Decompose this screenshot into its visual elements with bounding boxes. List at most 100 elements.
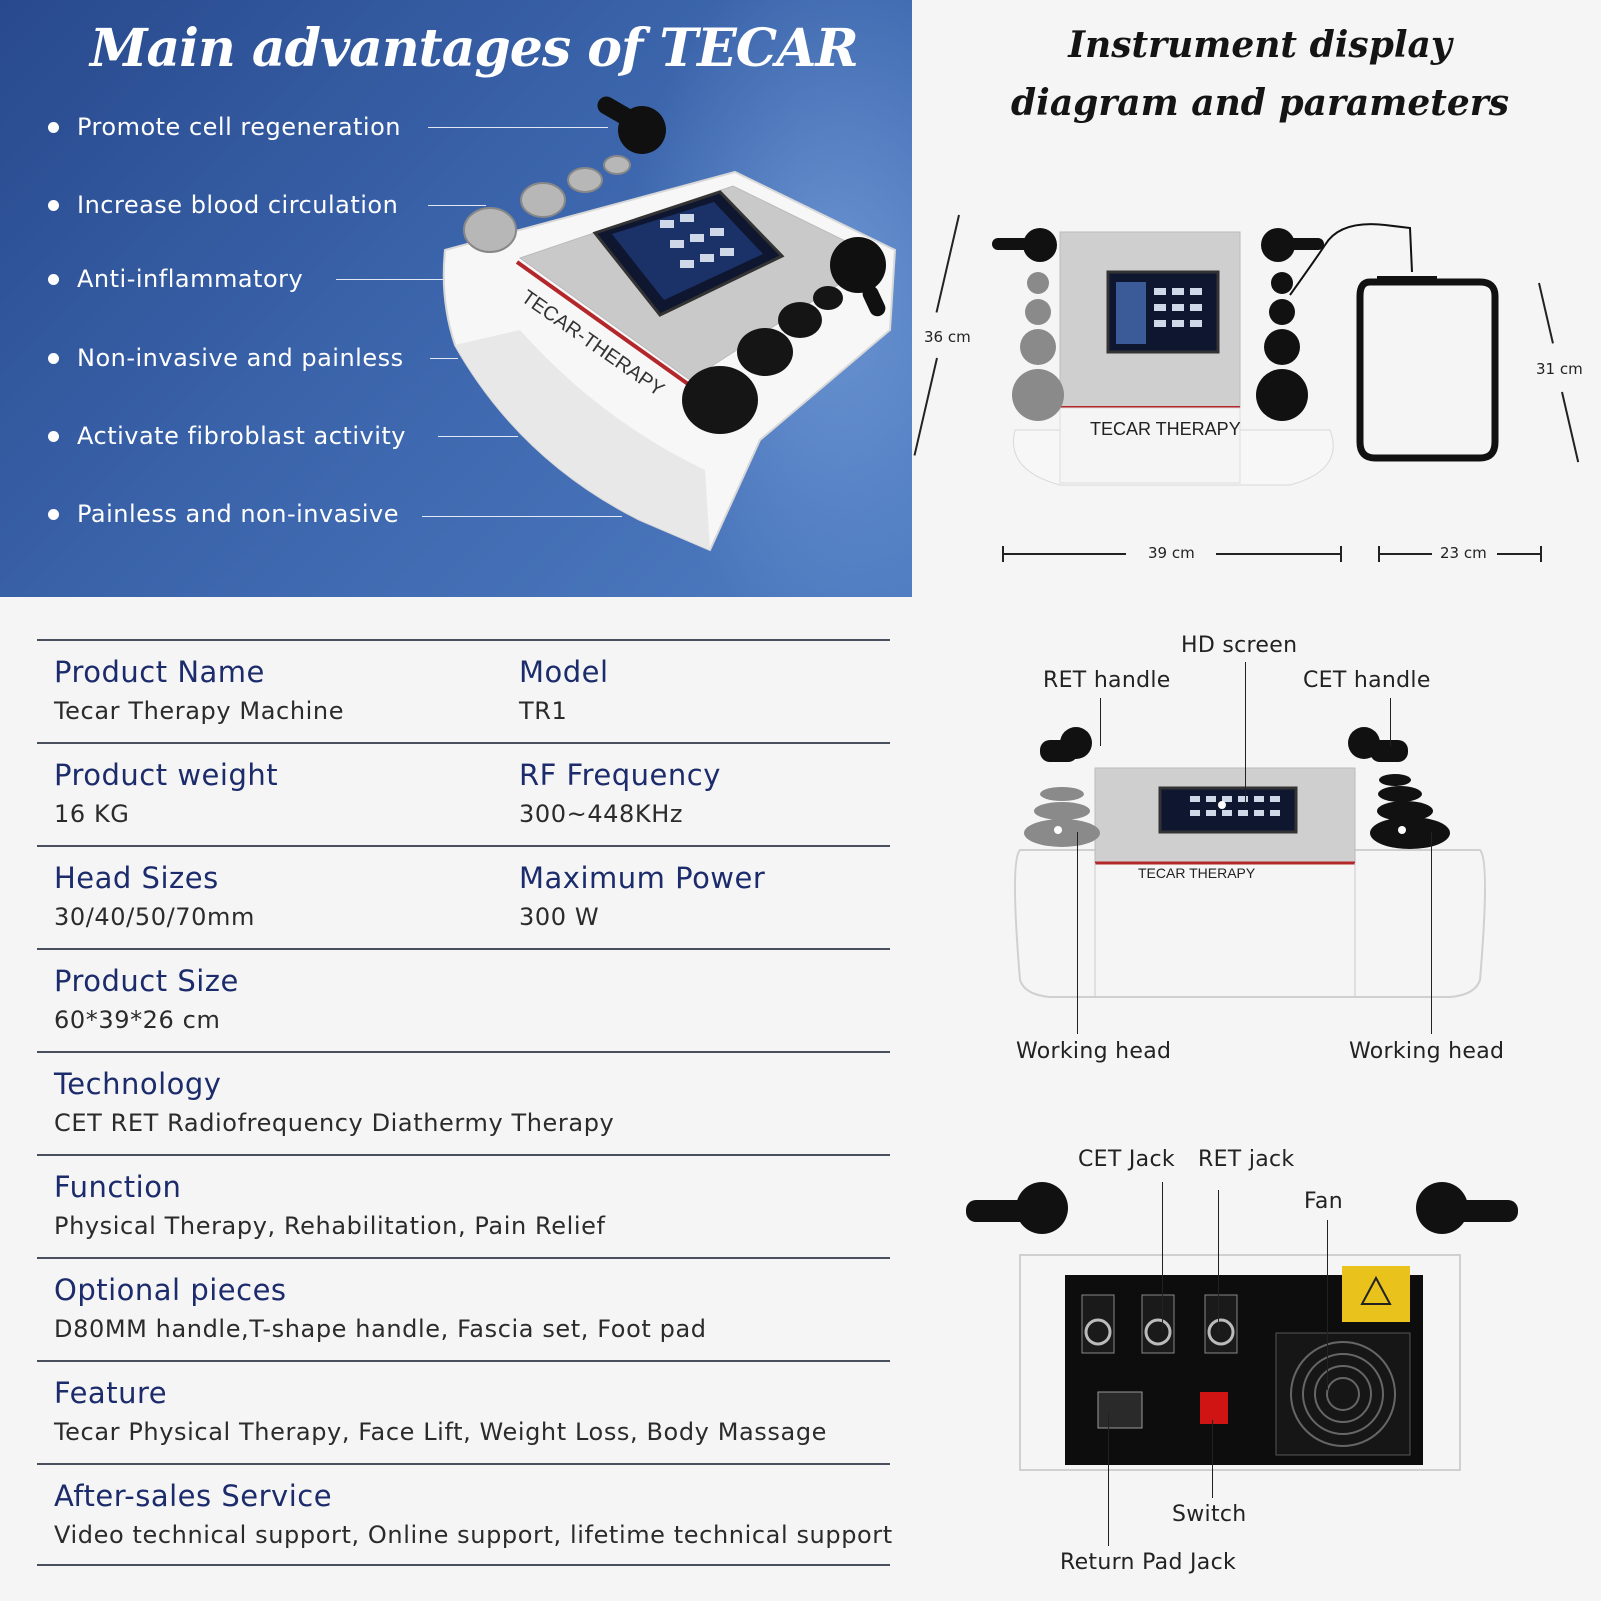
instrument-title: Instrument display diagram and parameter…	[940, 16, 1580, 132]
front-device-illustration: TECAR THERAPY	[1014, 727, 1486, 998]
spec-value: D80MM handle,T-shape handle, Fascia set,…	[54, 1315, 707, 1343]
leader-line	[1077, 832, 1078, 1034]
leader-line	[428, 127, 608, 128]
spec-label: Technology	[54, 1067, 222, 1101]
spec-label: Head Sizes	[54, 861, 219, 895]
spec-row-product-size: Product Size 60*39*26 cm	[37, 948, 890, 1051]
leader-line	[422, 516, 622, 517]
leader-line	[428, 205, 486, 206]
bullet-icon	[48, 352, 59, 364]
spec-row-head-sizes: Head Sizes 30/40/50/70mm Maximum Power 300…	[37, 845, 890, 948]
leader-line	[1162, 1182, 1163, 1332]
spec-value: Tecar Physical Therapy, Face Lift, Weigh…	[54, 1418, 828, 1446]
height-dimension: 36 cm	[924, 328, 971, 346]
working-head-left-label: Working head	[1016, 1039, 1172, 1064]
spec-label: After-sales Service	[54, 1479, 333, 1513]
return-pad-jack-label: Return Pad Jack	[1060, 1550, 1237, 1575]
pad-height-dimension: 31 cm	[1536, 360, 1583, 378]
leader-line	[1218, 1190, 1219, 1332]
spec-label: Maximum Power	[519, 861, 766, 895]
spec-value: 300 W	[519, 903, 600, 931]
advantage-item: Anti-inflammatory	[48, 264, 303, 294]
device-perspective-illustration: TECAR-THERAPY	[442, 96, 897, 552]
advantage-text: Increase blood circulation	[77, 191, 399, 219]
spec-label: Model	[519, 655, 609, 689]
advantage-item: Painless and non-invasive	[48, 499, 399, 529]
width-dimension: 39 cm	[1148, 544, 1195, 562]
leader-line	[430, 358, 458, 359]
fan-label: Fan	[1304, 1189, 1343, 1214]
leader-line	[1327, 1220, 1328, 1390]
bullet-icon	[48, 199, 59, 211]
working-head-right-label: Working head	[1349, 1039, 1505, 1064]
spec-value: 60*39*26 cm	[54, 1006, 221, 1034]
spec-label: Feature	[54, 1376, 168, 1410]
svg-text:TECAR THERAPY: TECAR THERAPY	[1090, 419, 1241, 439]
spec-value: TR1	[519, 697, 568, 725]
spec-label: Function	[54, 1170, 182, 1204]
leader-line	[1431, 832, 1432, 1034]
spec-value: Video technical support, Online support,…	[54, 1521, 893, 1549]
advantage-item: Non-invasive and painless	[48, 343, 404, 373]
switch-label: Switch	[1172, 1502, 1247, 1527]
spec-value: 30/40/50/70mm	[54, 903, 255, 931]
advantages-title: Main advantages of TECAR	[90, 18, 859, 79]
cet-handle-label: CET handle	[1303, 668, 1431, 693]
spec-value: CET RET Radiofrequency Diathermy Therapy	[54, 1109, 615, 1137]
advantage-item: Increase blood circulation	[48, 190, 398, 220]
advantage-text: Non-invasive and painless	[77, 344, 404, 372]
leader-line	[1212, 1420, 1213, 1498]
cet-jack-label: CET Jack	[1078, 1147, 1175, 1172]
bullet-icon	[48, 273, 59, 285]
spec-label: Product weight	[54, 758, 279, 792]
advantage-text: Promote cell regeneration	[77, 113, 401, 141]
ret-jack-label: RET jack	[1198, 1147, 1295, 1172]
leader-line	[336, 279, 448, 280]
ret-handle-label: RET handle	[1043, 668, 1171, 693]
spec-label: Product Size	[54, 964, 239, 998]
back-device-illustration	[966, 1182, 1518, 1471]
spec-label: Optional pieces	[54, 1273, 287, 1307]
leader-line	[1390, 698, 1391, 746]
pad-width-dim-line	[1378, 553, 1432, 555]
width-dim-line	[1002, 553, 1126, 555]
leader-line	[1245, 662, 1246, 806]
advantage-item: Promote cell regeneration	[48, 112, 401, 142]
leader-line	[438, 436, 518, 437]
pad-width-dim-tick	[1540, 546, 1542, 562]
spec-row-weight: Product weight 16 KG RF Frequency 300~448K…	[37, 742, 890, 845]
spec-label: RF Frequency	[519, 758, 721, 792]
bullet-icon	[48, 121, 59, 133]
instrument-title-line2: diagram and parameters	[1010, 82, 1510, 124]
advantages-panel: Main advantages of TECAR Promote cell re…	[0, 0, 912, 597]
spec-value: 16 KG	[54, 800, 130, 828]
pad-width-dimension: 23 cm	[1440, 544, 1487, 562]
advantage-text: Anti-inflammatory	[77, 265, 304, 293]
width-dim-tick	[1002, 546, 1004, 562]
spec-value: 300~448KHz	[519, 800, 684, 828]
width-dim-tick	[1340, 546, 1342, 562]
instrument-title-line1: Instrument display	[1068, 24, 1452, 66]
width-dim-line	[1216, 553, 1340, 555]
spec-value: Physical Therapy, Rehabilitation, Pain R…	[54, 1212, 606, 1240]
bullet-icon	[48, 508, 59, 520]
leader-line	[1108, 1412, 1109, 1546]
dimension-illustration: TECAR THERAPY	[992, 223, 1499, 486]
spec-value: Tecar Therapy Machine	[54, 697, 345, 725]
advantage-text: Activate fibroblast activity	[77, 422, 406, 450]
advantage-item: Activate fibroblast activity	[48, 421, 406, 451]
pad-width-dim-line	[1497, 553, 1540, 555]
hd-screen-label: HD screen	[1181, 633, 1298, 658]
leader-line	[1100, 698, 1101, 746]
advantage-text: Painless and non-invasive	[77, 500, 400, 528]
svg-text:TECAR THERAPY: TECAR THERAPY	[1138, 865, 1256, 881]
bullet-icon	[48, 430, 59, 442]
pad-width-dim-tick	[1378, 546, 1380, 562]
